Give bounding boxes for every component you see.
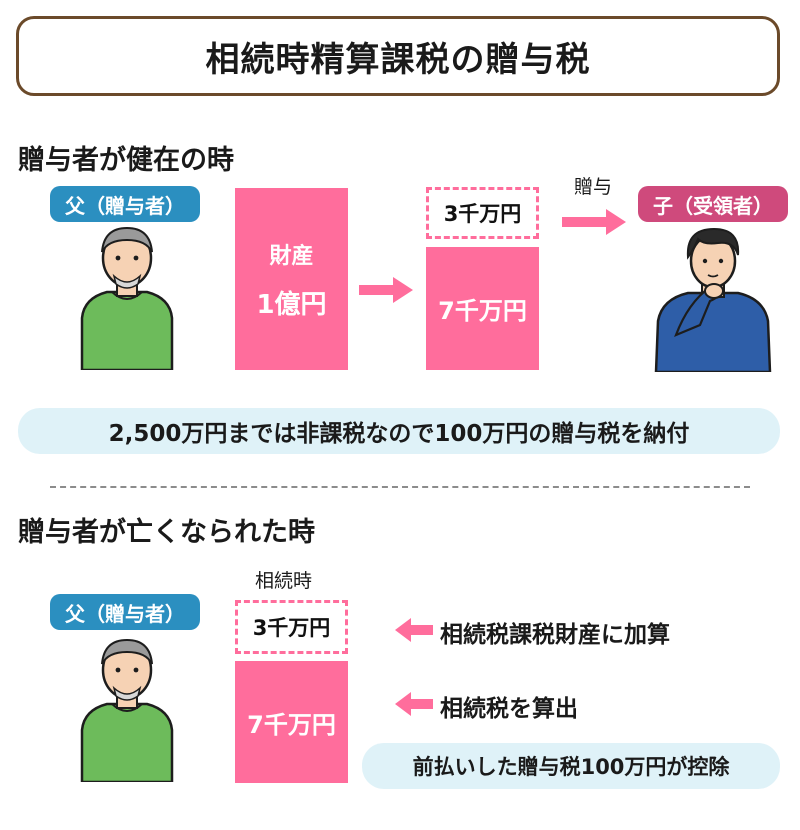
section1-heading: 贈与者が健在の時 — [18, 145, 234, 176]
gift-right-arrow-icon — [562, 209, 626, 235]
gift-amount-box: 3千万円 — [426, 187, 539, 239]
section-divider — [50, 486, 750, 488]
gift-amount-box-2: 3千万円 — [235, 600, 348, 654]
asset-box: 財産 1億円 — [235, 188, 348, 370]
left-arrow-icon-2 — [395, 692, 433, 716]
step-add-to-estate: 相続税課税財産に加算 — [440, 622, 670, 648]
left-arrow-icon — [395, 618, 433, 642]
step-calculate-tax: 相続税を算出 — [440, 696, 578, 722]
father-label-2: 父（贈与者） — [50, 594, 200, 630]
section1-note: 2,500万円までは非課税なので100万円の贈与税を納付 — [18, 408, 780, 454]
section2-note: 前払いした贈与税100万円が控除 — [362, 743, 780, 789]
section2-heading: 贈与者が亡くなられた時 — [18, 517, 315, 548]
child-label: 子（受領者） — [638, 186, 788, 222]
child-illustration — [654, 227, 772, 372]
gift-arrow-label: 贈与 — [574, 176, 613, 198]
inheritance-column-label: 相続時 — [255, 570, 313, 592]
right-arrow-icon — [359, 277, 413, 303]
father-illustration — [80, 226, 174, 370]
remaining-amount-box: 7千万円 — [426, 247, 539, 370]
father-illustration-2 — [80, 638, 174, 782]
page-title: 相続時精算課税の贈与税 — [16, 16, 780, 96]
asset-label: 財産 — [269, 243, 314, 269]
remaining-amount-box-2: 7千万円 — [235, 661, 348, 783]
asset-amount: 1億円 — [256, 289, 327, 320]
father-label: 父（贈与者） — [50, 186, 200, 222]
